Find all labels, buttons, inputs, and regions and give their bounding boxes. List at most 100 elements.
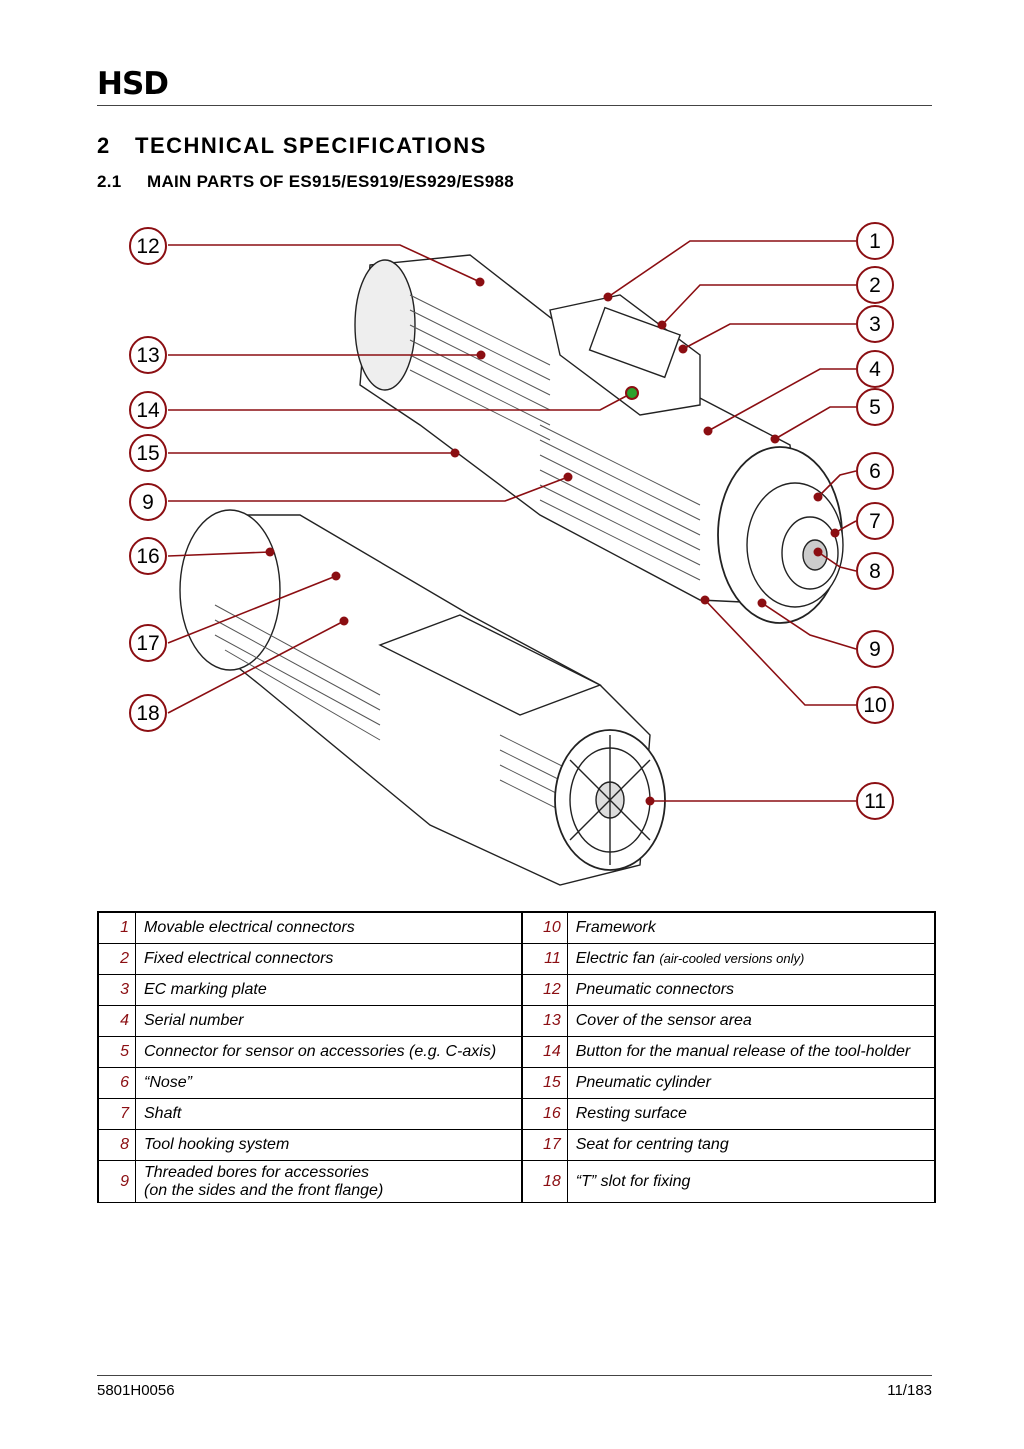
callout-3: 3 (856, 305, 894, 343)
part-number: 14 (520, 1036, 568, 1068)
callout-label: 4 (869, 358, 881, 381)
part-number: 8 (97, 1129, 136, 1161)
callout-5: 5 (856, 388, 894, 426)
callout-label: 1 (869, 230, 881, 253)
part-number: 1 (97, 911, 136, 944)
lower-spindle-body (209, 514, 651, 886)
part-number: 16 (520, 1098, 568, 1130)
callout-label: 12 (136, 235, 159, 258)
subsection-heading: 2.1 MAIN PARTS OF ES915/ES919/ES929/ES988 (97, 172, 514, 192)
callout-label: 11 (864, 790, 886, 813)
part-name: “T” slot for fixing (575, 1172, 691, 1190)
part-name: Pneumatic connectors (575, 981, 735, 998)
part-cell: Electric fan (air-cooled versions only) (566, 943, 936, 975)
part-cell: Movable electrical connectors (134, 911, 523, 944)
callout-18: 18 (129, 694, 167, 732)
callout-label: 9 (869, 638, 881, 661)
part-cell: Button for the manual release of the too… (566, 1036, 936, 1068)
part-cell: Pneumatic cylinder (566, 1067, 936, 1099)
callout-11: 11 (856, 782, 894, 820)
part-number: 10 (520, 911, 568, 944)
part-number: 15 (520, 1067, 568, 1099)
part-cell: Connector for sensor on accessories (e.g… (134, 1036, 523, 1068)
part-number: 6 (97, 1067, 136, 1099)
part-cell: Pneumatic connectors (566, 974, 936, 1006)
rear-fins-upper (354, 259, 416, 391)
part-note: (air-cooled versions only) (659, 951, 805, 966)
part-name: Seat for centring tang (575, 1136, 729, 1153)
callout-4: 4 (856, 350, 894, 388)
document-code: 5801H0056 (97, 1382, 175, 1399)
part-name: Cover of the sensor area (575, 1012, 752, 1029)
part-name: Pneumatic cylinder (575, 1074, 711, 1091)
part-number: 4 (97, 1005, 136, 1037)
callout-13: 13 (129, 336, 167, 374)
callout-6: 6 (856, 452, 894, 490)
callout-1: 1 (856, 222, 894, 260)
part-number: 3 (97, 974, 136, 1006)
part-name: Fixed electrical connectors (144, 950, 334, 967)
callout-label: 7 (869, 510, 881, 533)
part-name: Tool hooking system (144, 1136, 290, 1153)
part-name: EC marking plate (144, 981, 267, 998)
table-row: 6 “Nose” 15 Pneumatic cylinder (97, 1067, 936, 1099)
callout-9-left: 9 (129, 483, 167, 521)
subsection-number: 2.1 (97, 172, 122, 191)
callout-label: 10 (863, 694, 886, 717)
callout-label: 6 (869, 460, 881, 483)
header-divider (97, 105, 932, 106)
callout-15: 15 (129, 434, 167, 472)
part-name: Resting surface (575, 1105, 687, 1122)
part-cell: Cover of the sensor area (566, 1005, 936, 1037)
part-cell: Framework (566, 911, 936, 944)
part-cell: Seat for centring tang (566, 1129, 936, 1161)
part-cell: Fixed electrical connectors (134, 943, 523, 975)
part-cell: “Nose” (134, 1067, 523, 1099)
footer-divider (97, 1375, 932, 1376)
callout-label: 18 (136, 702, 159, 725)
part-name: Electric fan (575, 950, 655, 967)
part-name: “Nose” (144, 1074, 193, 1091)
part-number: 11 (520, 943, 568, 975)
part-name: Movable electrical connectors (144, 919, 355, 936)
part-number: 9 (97, 1160, 136, 1203)
part-number: 5 (97, 1036, 136, 1068)
callout-14: 14 (129, 391, 167, 429)
hsd-logo: HSD (97, 66, 169, 102)
callout-label: 16 (136, 545, 159, 568)
part-name: Button for the manual release of the too… (575, 1043, 911, 1060)
callout-label: 8 (869, 560, 881, 583)
callout-12: 12 (129, 227, 167, 265)
callout-label: 13 (136, 344, 159, 367)
callout-label: 14 (136, 399, 160, 422)
fan-housing (378, 614, 602, 716)
part-cell: Serial number (134, 1005, 523, 1037)
part-cell: Shaft (134, 1098, 523, 1130)
callout-9-right: 9 (856, 630, 894, 668)
page-number: 11/183 (887, 1382, 932, 1399)
callout-label: 17 (136, 632, 159, 655)
callout-label: 2 (869, 274, 881, 297)
part-cell: EC marking plate (134, 974, 523, 1006)
part-number: 13 (520, 1005, 568, 1037)
callout-17: 17 (129, 624, 167, 662)
subsection-title: MAIN PARTS OF ES915/ES919/ES929/ES988 (147, 172, 515, 191)
callout-label: 5 (869, 396, 881, 419)
part-number: 18 (520, 1160, 568, 1203)
callout-7: 7 (856, 502, 894, 540)
section-title: TECHNICAL SPECIFICATIONS (135, 133, 487, 158)
part-name: Shaft (144, 1105, 182, 1122)
callout-16: 16 (129, 537, 167, 575)
part-name-note: (on the sides and the front flange) (144, 1181, 384, 1199)
spindle-parts-figure: 12 13 14 15 9 16 17 18 1 2 3 4 5 6 7 8 9… (129, 222, 894, 886)
callout-2: 2 (856, 266, 894, 304)
